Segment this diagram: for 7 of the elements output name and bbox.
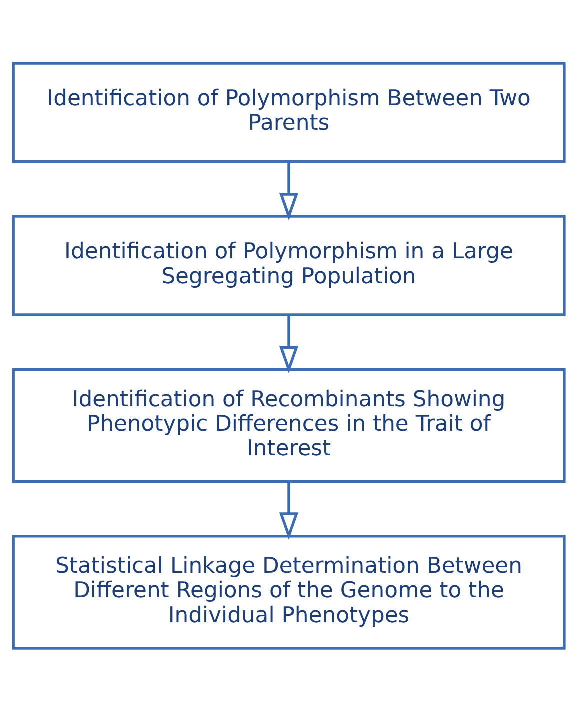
node-box: Identification of Polymorphism in a Large Segregating Population bbox=[12, 214, 566, 316]
node-box: Identification of Recombinants Showing Phenotypic Differences in the Trait of Interest bbox=[12, 368, 566, 483]
arrow bbox=[279, 162, 299, 220]
node-box: Identification of Polymorphism Between Two Parents bbox=[12, 62, 566, 163]
node-box: Statistical Linkage Determination Between Different Regions of the Genome to the Individual Phenotypes bbox=[12, 534, 566, 650]
arrow bbox=[279, 314, 299, 374]
arrow bbox=[279, 482, 299, 540]
